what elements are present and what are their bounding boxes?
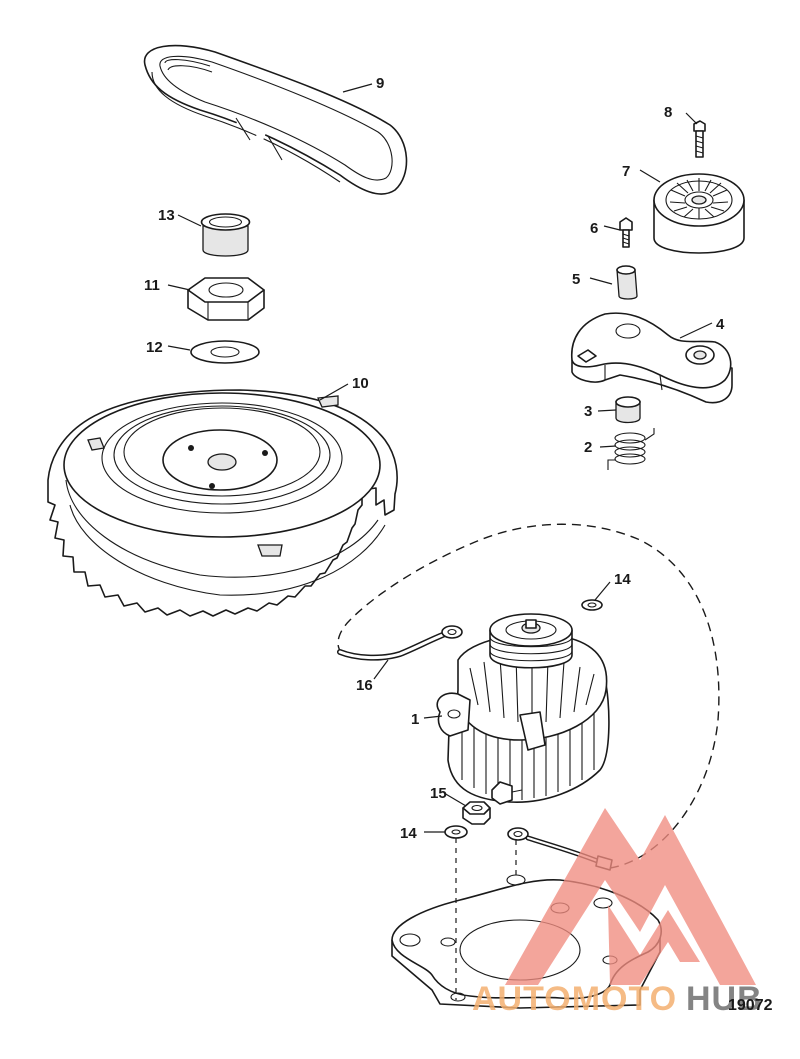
flywheel-nut [187,277,265,321]
callout-labels: 1 2 3 4 5 6 7 8 9 10 11 12 13 14 14 15 1… [144,75,725,842]
pivot-screw [619,217,633,248]
flywheel-washer [190,340,260,364]
idler-pulley [653,173,745,254]
callout-7: 7 [622,163,630,180]
callout-16: 16 [356,677,373,694]
flywheel [47,389,398,617]
watermark-text-secondary: HUB [686,980,763,1018]
callout-11: 11 [144,277,160,294]
tensioner-arm [570,312,733,404]
alternator [436,613,610,805]
callout-12: 12 [146,339,163,356]
callout-9: 9 [376,75,384,92]
callout-15: 15 [430,785,447,802]
drive-belt [143,44,408,195]
idler-pulley-bolt [693,120,706,158]
alternator-washer-lower [444,825,468,839]
callout-10: 10 [352,375,369,392]
watermark-logo [505,808,756,985]
callout-13: 13 [158,207,175,224]
watermark-text-primary: AUTOMOTO [472,980,677,1018]
callout-5: 5 [572,271,580,288]
callout-14-lower: 14 [400,825,417,842]
callout-1: 1 [411,711,419,728]
watermark-triangle [505,808,756,985]
wire-route-outline [337,523,720,869]
callout-4: 4 [716,316,725,333]
tensioner-bushing [615,396,641,424]
callout-6: 6 [590,220,598,237]
sleeve [616,265,638,300]
callout-14-upper: 14 [614,571,631,588]
bushing [200,213,251,257]
callout-8: 8 [664,104,672,121]
alternator-washer-upper [581,599,603,611]
callout-3: 3 [584,403,592,420]
terminal-nut [462,801,491,825]
leader-lines [167,83,713,833]
ground-wire [337,625,463,661]
diagram-reference-number: 19072 [728,997,773,1014]
callout-2: 2 [584,439,592,456]
tensioner-spring [607,428,655,470]
